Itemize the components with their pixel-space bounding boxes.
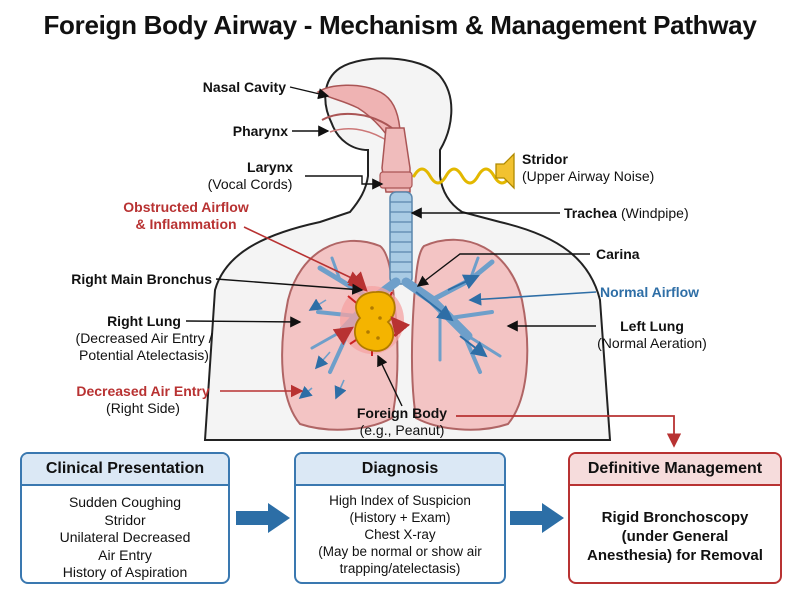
management-item: Anesthesia) for Removal — [587, 547, 763, 564]
diagnosis-item: (History + Exam) — [349, 510, 451, 525]
foreign-body-peanut — [354, 291, 396, 352]
definitive-management-body: Rigid Bronchoscopy (under General Anesth… — [570, 486, 780, 565]
diagnosis-header: Diagnosis — [296, 454, 504, 486]
label-decreased-air-entry: Decreased Air Entry — [76, 383, 210, 399]
label-foreign-body: Foreign Body — [357, 405, 447, 421]
label-stridor-sub: (Upper Airway Noise) — [522, 168, 654, 184]
clinical-item: Air Entry — [98, 546, 152, 563]
clinical-presentation-box: Clinical Presentation Sudden Coughing St… — [20, 452, 230, 584]
management-item: (under General — [621, 528, 729, 545]
normal-airflow-arrows — [415, 274, 488, 358]
definitive-management-box: Definitive Management Rigid Bronchoscopy… — [568, 452, 782, 584]
label-decreased-air-entry-sub: (Right Side) — [106, 400, 180, 416]
decreased-air-arrows — [298, 298, 347, 400]
leader-foreign-body — [377, 354, 403, 407]
label-trachea-main: Trachea — [564, 205, 617, 221]
leader-nasal-cavity — [289, 86, 330, 100]
label-normal-airflow: Normal Airflow — [600, 284, 699, 300]
trachea — [389, 191, 413, 285]
label-right-lung-sub2: Potential Atelectasis) — [79, 347, 209, 363]
clinical-item: Unilateral Decreased — [59, 529, 191, 545]
management-item: Rigid Bronchoscopy — [601, 509, 749, 526]
leader-right-main-bronchus — [215, 278, 364, 295]
diagnosis-body: High Index of Suspicion (History + Exam)… — [296, 486, 504, 577]
label-right-lung: Right Lung — [107, 313, 181, 329]
diagnosis-box: Diagnosis High Index of Suspicion (Histo… — [294, 452, 506, 584]
leader-right-lung — [185, 316, 302, 328]
page-title: Foreign Body Airway - Mechanism & Manage… — [43, 10, 757, 40]
leader-carina — [416, 253, 590, 287]
airway-anatomy-illustration: Nasal Cavity Pharynx Larynx (Vocal Cords… — [71, 57, 707, 448]
leader-foreign-body-to-management — [456, 415, 682, 448]
label-obstructed-airflow-line1: Obstructed Airflow — [123, 199, 249, 215]
label-carina: Carina — [596, 246, 640, 262]
label-trachea: Trachea(Windpipe) — [564, 205, 689, 221]
label-trachea-sub: (Windpipe) — [621, 205, 689, 221]
clinical-presentation-header: Clinical Presentation — [22, 454, 228, 486]
label-obstructed-airflow-line2: & Inflammation — [135, 216, 236, 232]
label-larynx: Larynx — [247, 159, 293, 175]
pathway-arrow-2 — [510, 503, 564, 533]
leader-normal-airflow — [468, 291, 597, 306]
diagnosis-item: High Index of Suspicion — [329, 493, 471, 508]
label-nasal-cavity: Nasal Cavity — [203, 79, 286, 95]
pathway-arrow-1 — [236, 503, 290, 533]
label-pharynx: Pharynx — [233, 123, 288, 139]
clinical-presentation-body: Sudden Coughing Stridor Unilateral Decre… — [22, 486, 228, 582]
speaker-icon — [495, 152, 515, 190]
label-larynx-sub: (Vocal Cords) — [208, 176, 293, 192]
clinical-item: Sudden Coughing — [68, 494, 182, 510]
leader-larynx — [305, 175, 384, 190]
diagnosis-item: (May be normal or show air — [318, 544, 482, 559]
label-left-lung-sub: (Normal Aeration) — [597, 335, 707, 351]
label-stridor: Stridor — [522, 151, 568, 167]
leader-obstructed-airflow — [243, 226, 362, 283]
label-left-lung: Left Lung — [620, 318, 684, 334]
definitive-management-header: Definitive Management — [570, 454, 780, 486]
diagnosis-item: trapping/atelectasis) — [339, 561, 461, 576]
sound-wave-icon — [412, 167, 512, 185]
label-foreign-body-sub: (e.g., Peanut) — [360, 422, 445, 438]
label-right-lung-sub1: (Decreased Air Entry / — [76, 330, 213, 346]
clinical-item: History of Aspiration — [62, 564, 188, 580]
diagnosis-item: Chest X-ray — [364, 527, 436, 542]
label-right-main-bronchus: Right Main Bronchus — [71, 271, 212, 287]
clinical-item: Stridor — [104, 511, 146, 528]
pharynx-larynx — [379, 127, 413, 193]
